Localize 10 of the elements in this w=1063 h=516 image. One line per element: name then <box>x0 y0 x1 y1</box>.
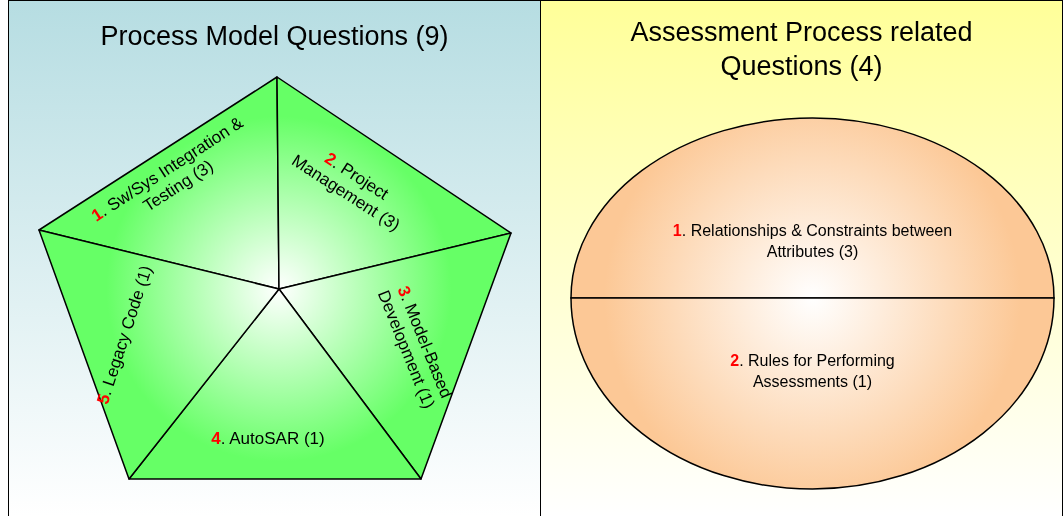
ellipse-label: 1. Relationships & Constraints between Attributes (3) <box>671 221 954 262</box>
segment-label: 4. AutoSAR (1) <box>211 429 325 449</box>
panel <box>540 0 1063 516</box>
ellipse-half <box>571 118 1054 298</box>
ellipse-label: 2. Rules for Performing Assessments (1) <box>729 351 896 392</box>
panel-title: Process Model Questions (9) <box>99 20 450 53</box>
pentagon-segment <box>39 77 279 289</box>
panel <box>8 0 540 516</box>
panel-title: Assessment Process related Questions (4) <box>629 16 974 83</box>
ellipse-half <box>571 298 1054 489</box>
